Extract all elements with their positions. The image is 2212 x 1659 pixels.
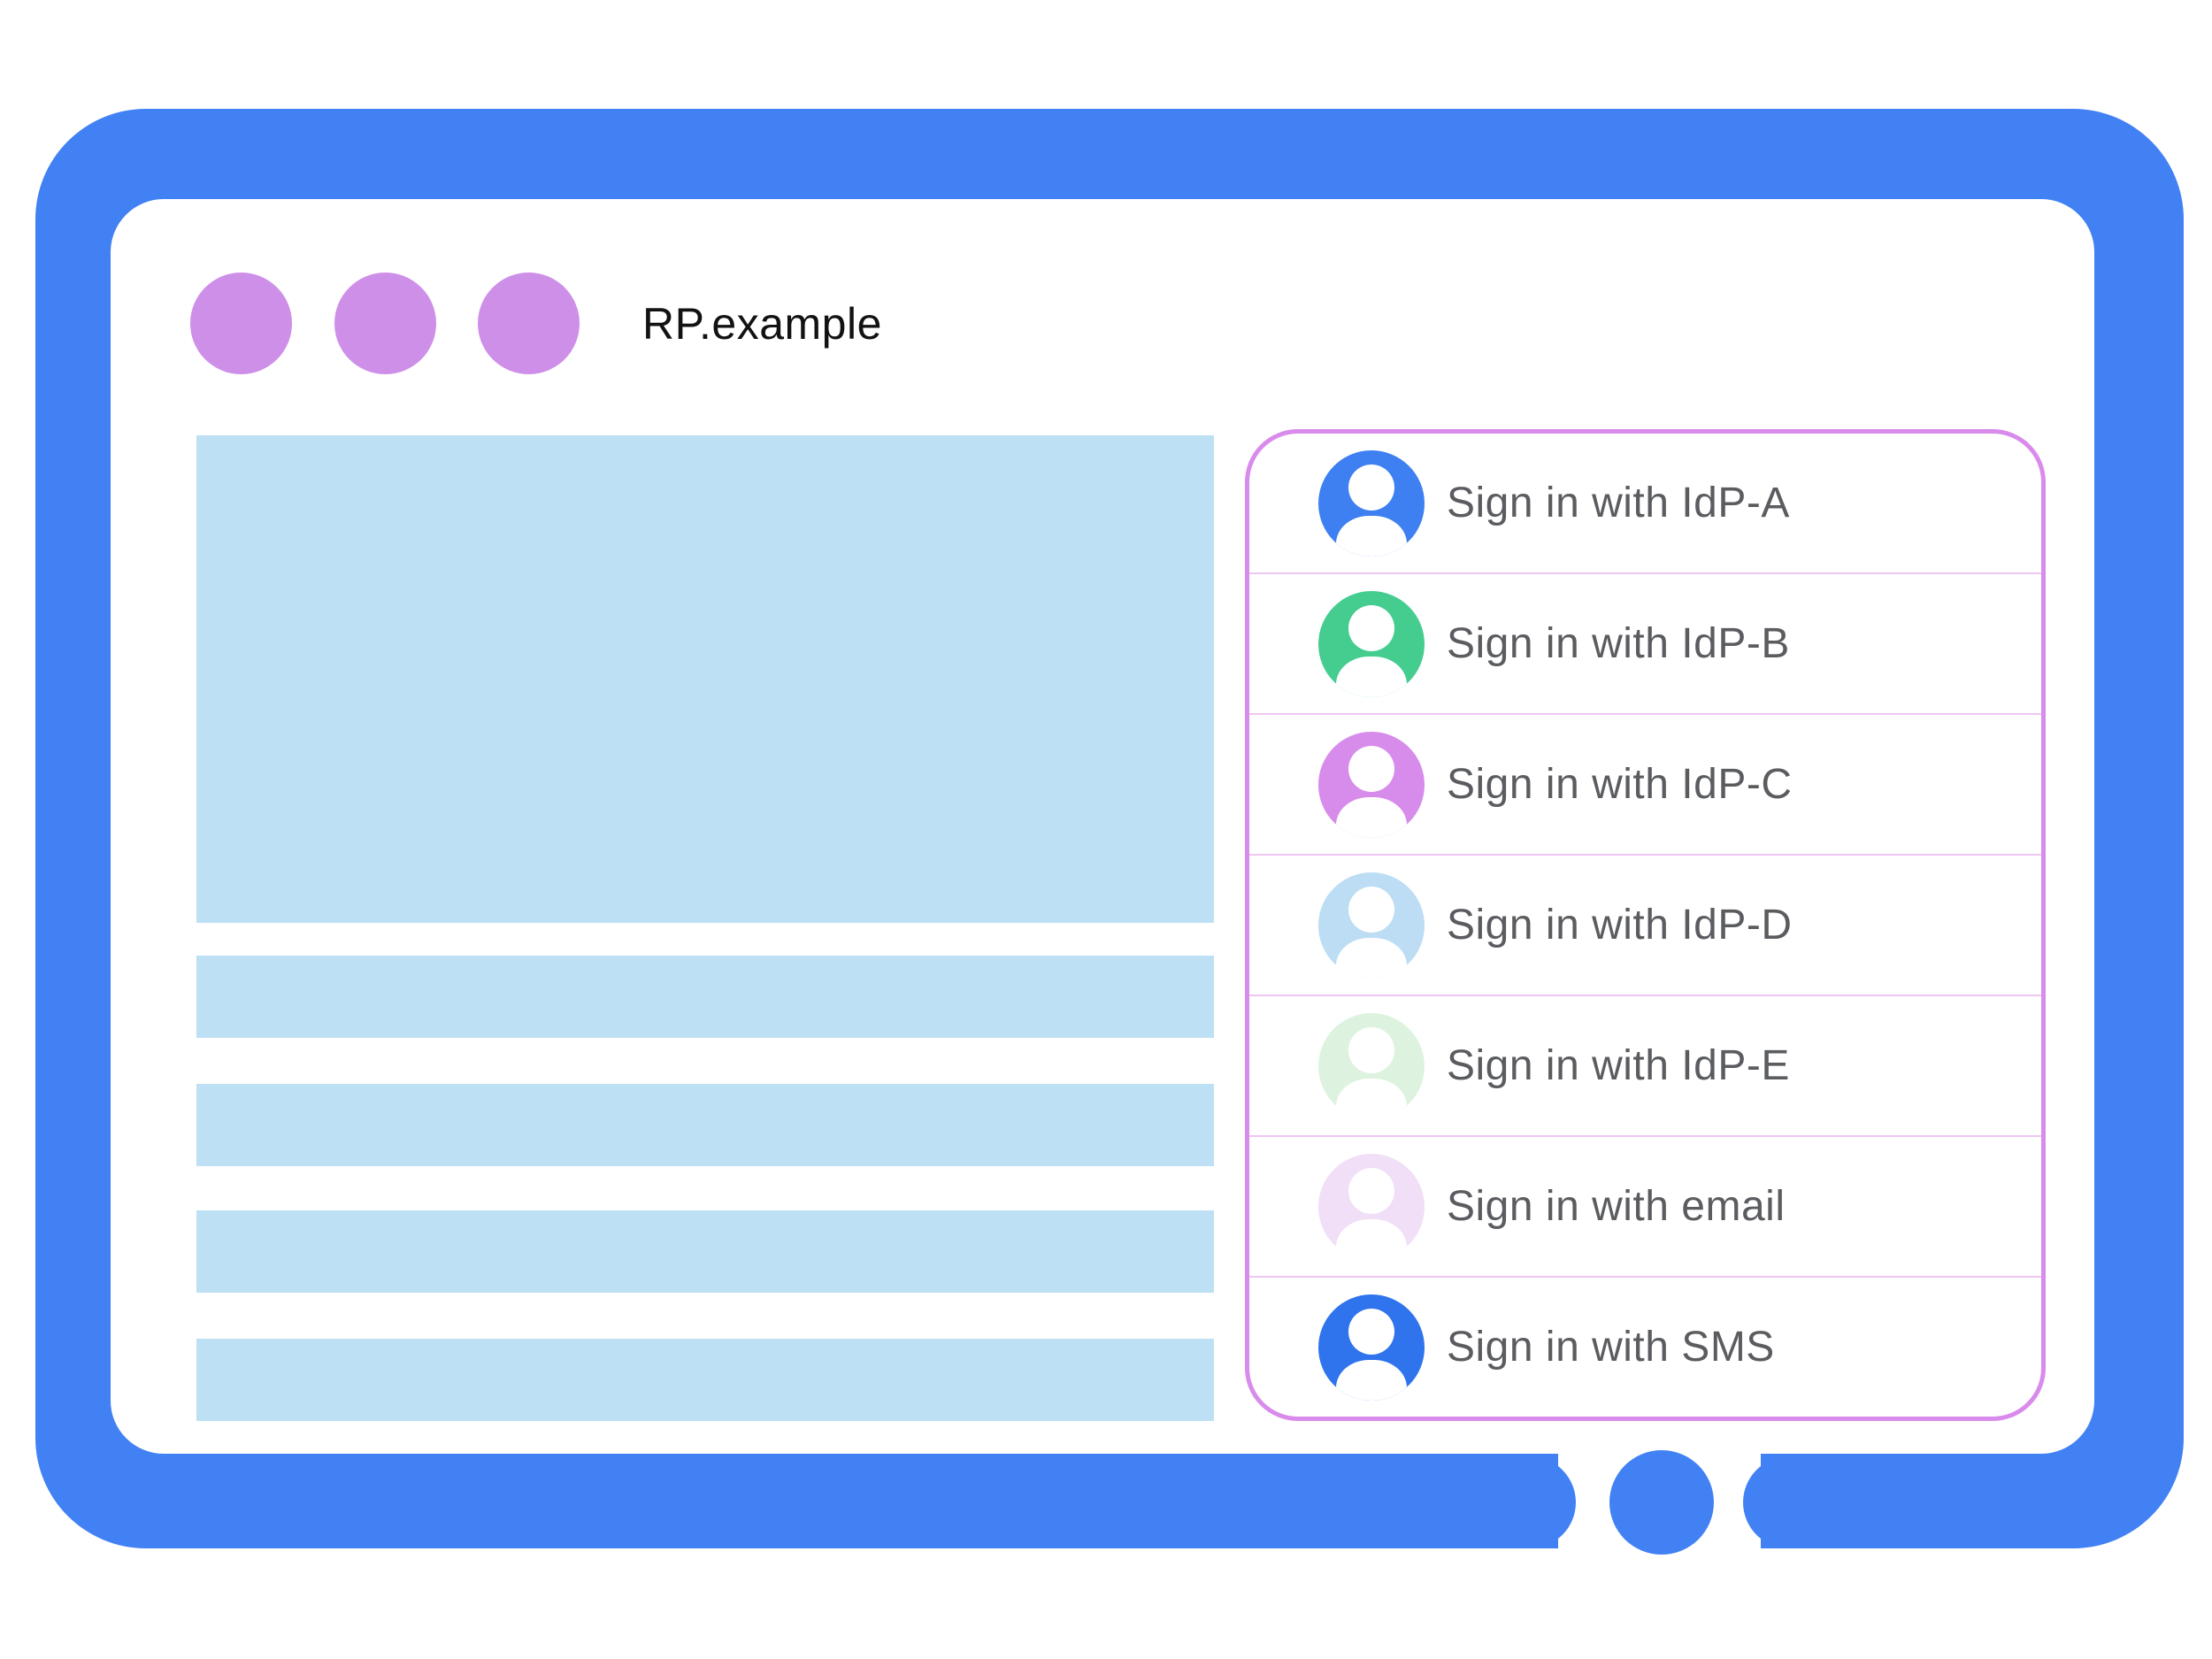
signin-option-idp-e[interactable]: Sign in with IdP-E [1249, 995, 2041, 1135]
person-avatar-icon [1318, 872, 1425, 979]
signin-option-email[interactable]: Sign in with email [1249, 1135, 2041, 1276]
signin-option-label: Sign in with IdP-A [1447, 480, 1790, 526]
content-placeholder-line [196, 1210, 1214, 1293]
content-placeholder-line [196, 1339, 1214, 1421]
person-avatar-icon [1318, 1294, 1425, 1401]
bezel-bar-end [1743, 1456, 1815, 1548]
page-title: RP.example [642, 299, 882, 349]
content-placeholder-line [196, 1084, 1214, 1166]
signin-option-idp-a[interactable]: Sign in with IdP-A [1249, 434, 2041, 572]
window-control-dot[interactable] [478, 273, 580, 374]
signin-chooser-panel: Sign in with IdP-A Sign in with IdP-B Si… [1245, 429, 2046, 1421]
home-button[interactable] [1609, 1450, 1714, 1555]
signin-option-sms[interactable]: Sign in with SMS [1249, 1276, 2041, 1417]
signin-option-idp-c[interactable]: Sign in with IdP-C [1249, 713, 2041, 854]
window-control-dot[interactable] [190, 273, 292, 374]
person-avatar-icon [1318, 1153, 1425, 1260]
signin-option-label: Sign in with email [1447, 1183, 1786, 1230]
signin-option-label: Sign in with IdP-E [1447, 1042, 1790, 1089]
signin-option-label: Sign in with IdP-D [1447, 902, 1793, 949]
signin-option-idp-b[interactable]: Sign in with IdP-B [1249, 572, 2041, 713]
content-placeholder-hero [196, 435, 1214, 923]
signin-option-label: Sign in with IdP-C [1447, 761, 1793, 808]
person-avatar-icon [1318, 731, 1425, 838]
signin-option-label: Sign in with IdP-B [1447, 620, 1790, 667]
person-avatar-icon [1318, 449, 1425, 557]
content-placeholder-line [196, 956, 1214, 1038]
window-control-dot[interactable] [334, 273, 436, 374]
person-avatar-icon [1318, 590, 1425, 697]
bezel-bar-end [1504, 1456, 1576, 1548]
signin-option-idp-d[interactable]: Sign in with IdP-D [1249, 854, 2041, 995]
person-avatar-icon [1318, 1012, 1425, 1119]
signin-option-label: Sign in with SMS [1447, 1324, 1775, 1371]
